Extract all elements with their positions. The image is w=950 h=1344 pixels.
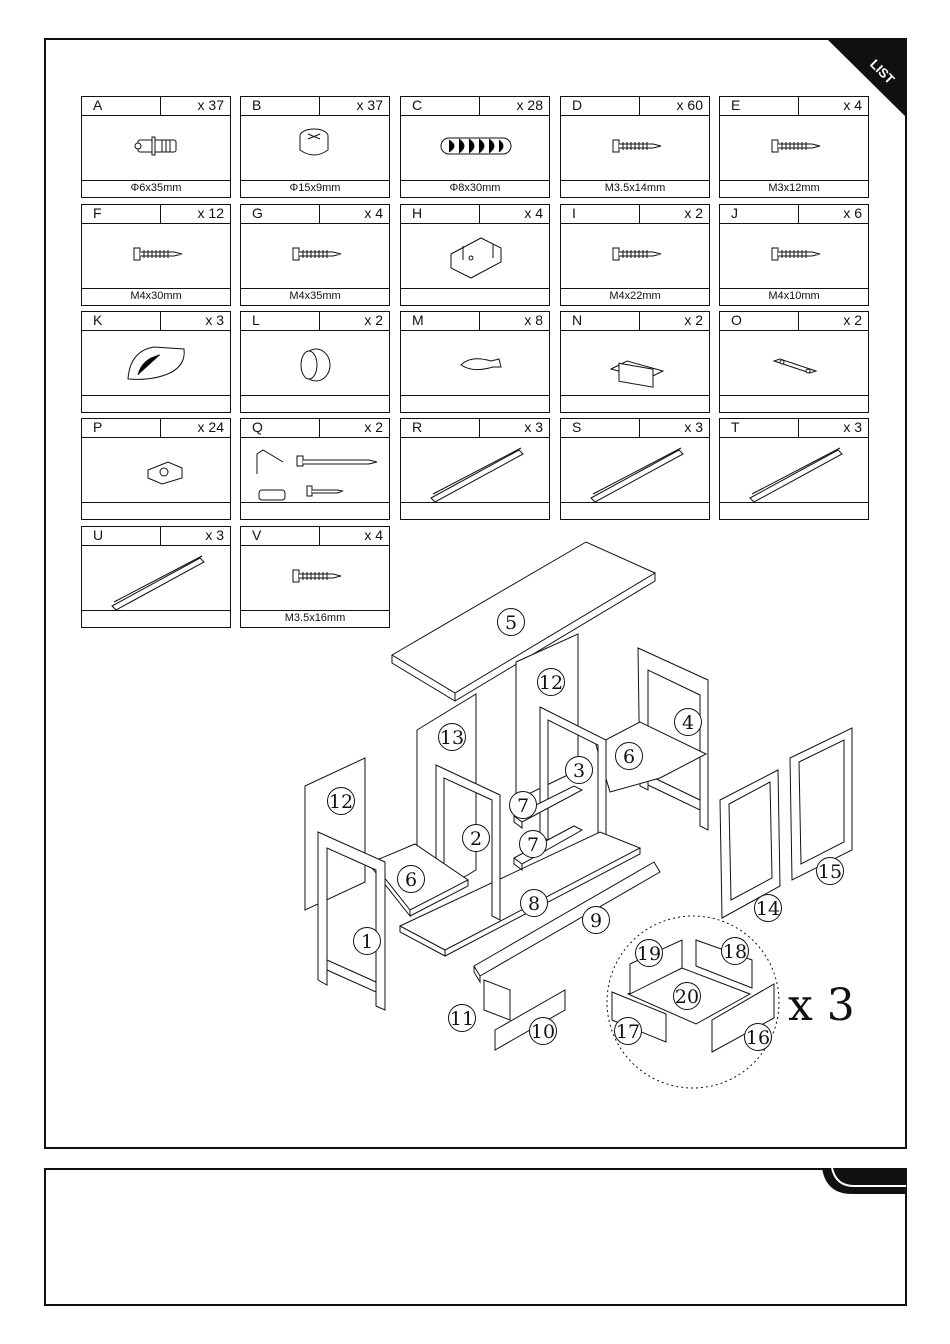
part-callout: 9 (582, 906, 610, 934)
part-callout: 16 (744, 1023, 772, 1051)
door-15 (790, 728, 852, 880)
part-callout: 2 (462, 824, 490, 852)
part-callout: 17 (614, 1017, 642, 1045)
part-callout: 5 (497, 608, 525, 636)
drawer-front-11 (484, 980, 510, 1020)
part-callout: 18 (721, 937, 749, 965)
multiplier-label: x 3 (788, 980, 855, 1031)
part-callout: 10 (529, 1017, 557, 1045)
bottom-frame (44, 1168, 907, 1306)
part-callout: 20 (673, 982, 701, 1010)
back-panel-12-left (305, 758, 365, 910)
part-callout: 7 (519, 830, 547, 858)
part-callout: 15 (816, 857, 844, 885)
part-callout: 8 (520, 889, 548, 917)
part-callout: 6 (615, 742, 643, 770)
part-callout: 3 (565, 756, 593, 784)
part-callout: 13 (438, 723, 466, 751)
part-callout: 12 (537, 668, 565, 696)
bottom-corner-tab (820, 1168, 908, 1198)
part-callout: 7 (509, 791, 537, 819)
part-callout: 6 (397, 865, 425, 893)
part-callout: 12 (327, 787, 355, 815)
part-callout: 14 (754, 894, 782, 922)
part-callout: 19 (635, 939, 663, 967)
exploded-assembly-diagram (0, 0, 950, 1150)
part-callout: 11 (448, 1004, 476, 1032)
part-callout: 4 (674, 708, 702, 736)
part-callout: 1 (353, 927, 381, 955)
